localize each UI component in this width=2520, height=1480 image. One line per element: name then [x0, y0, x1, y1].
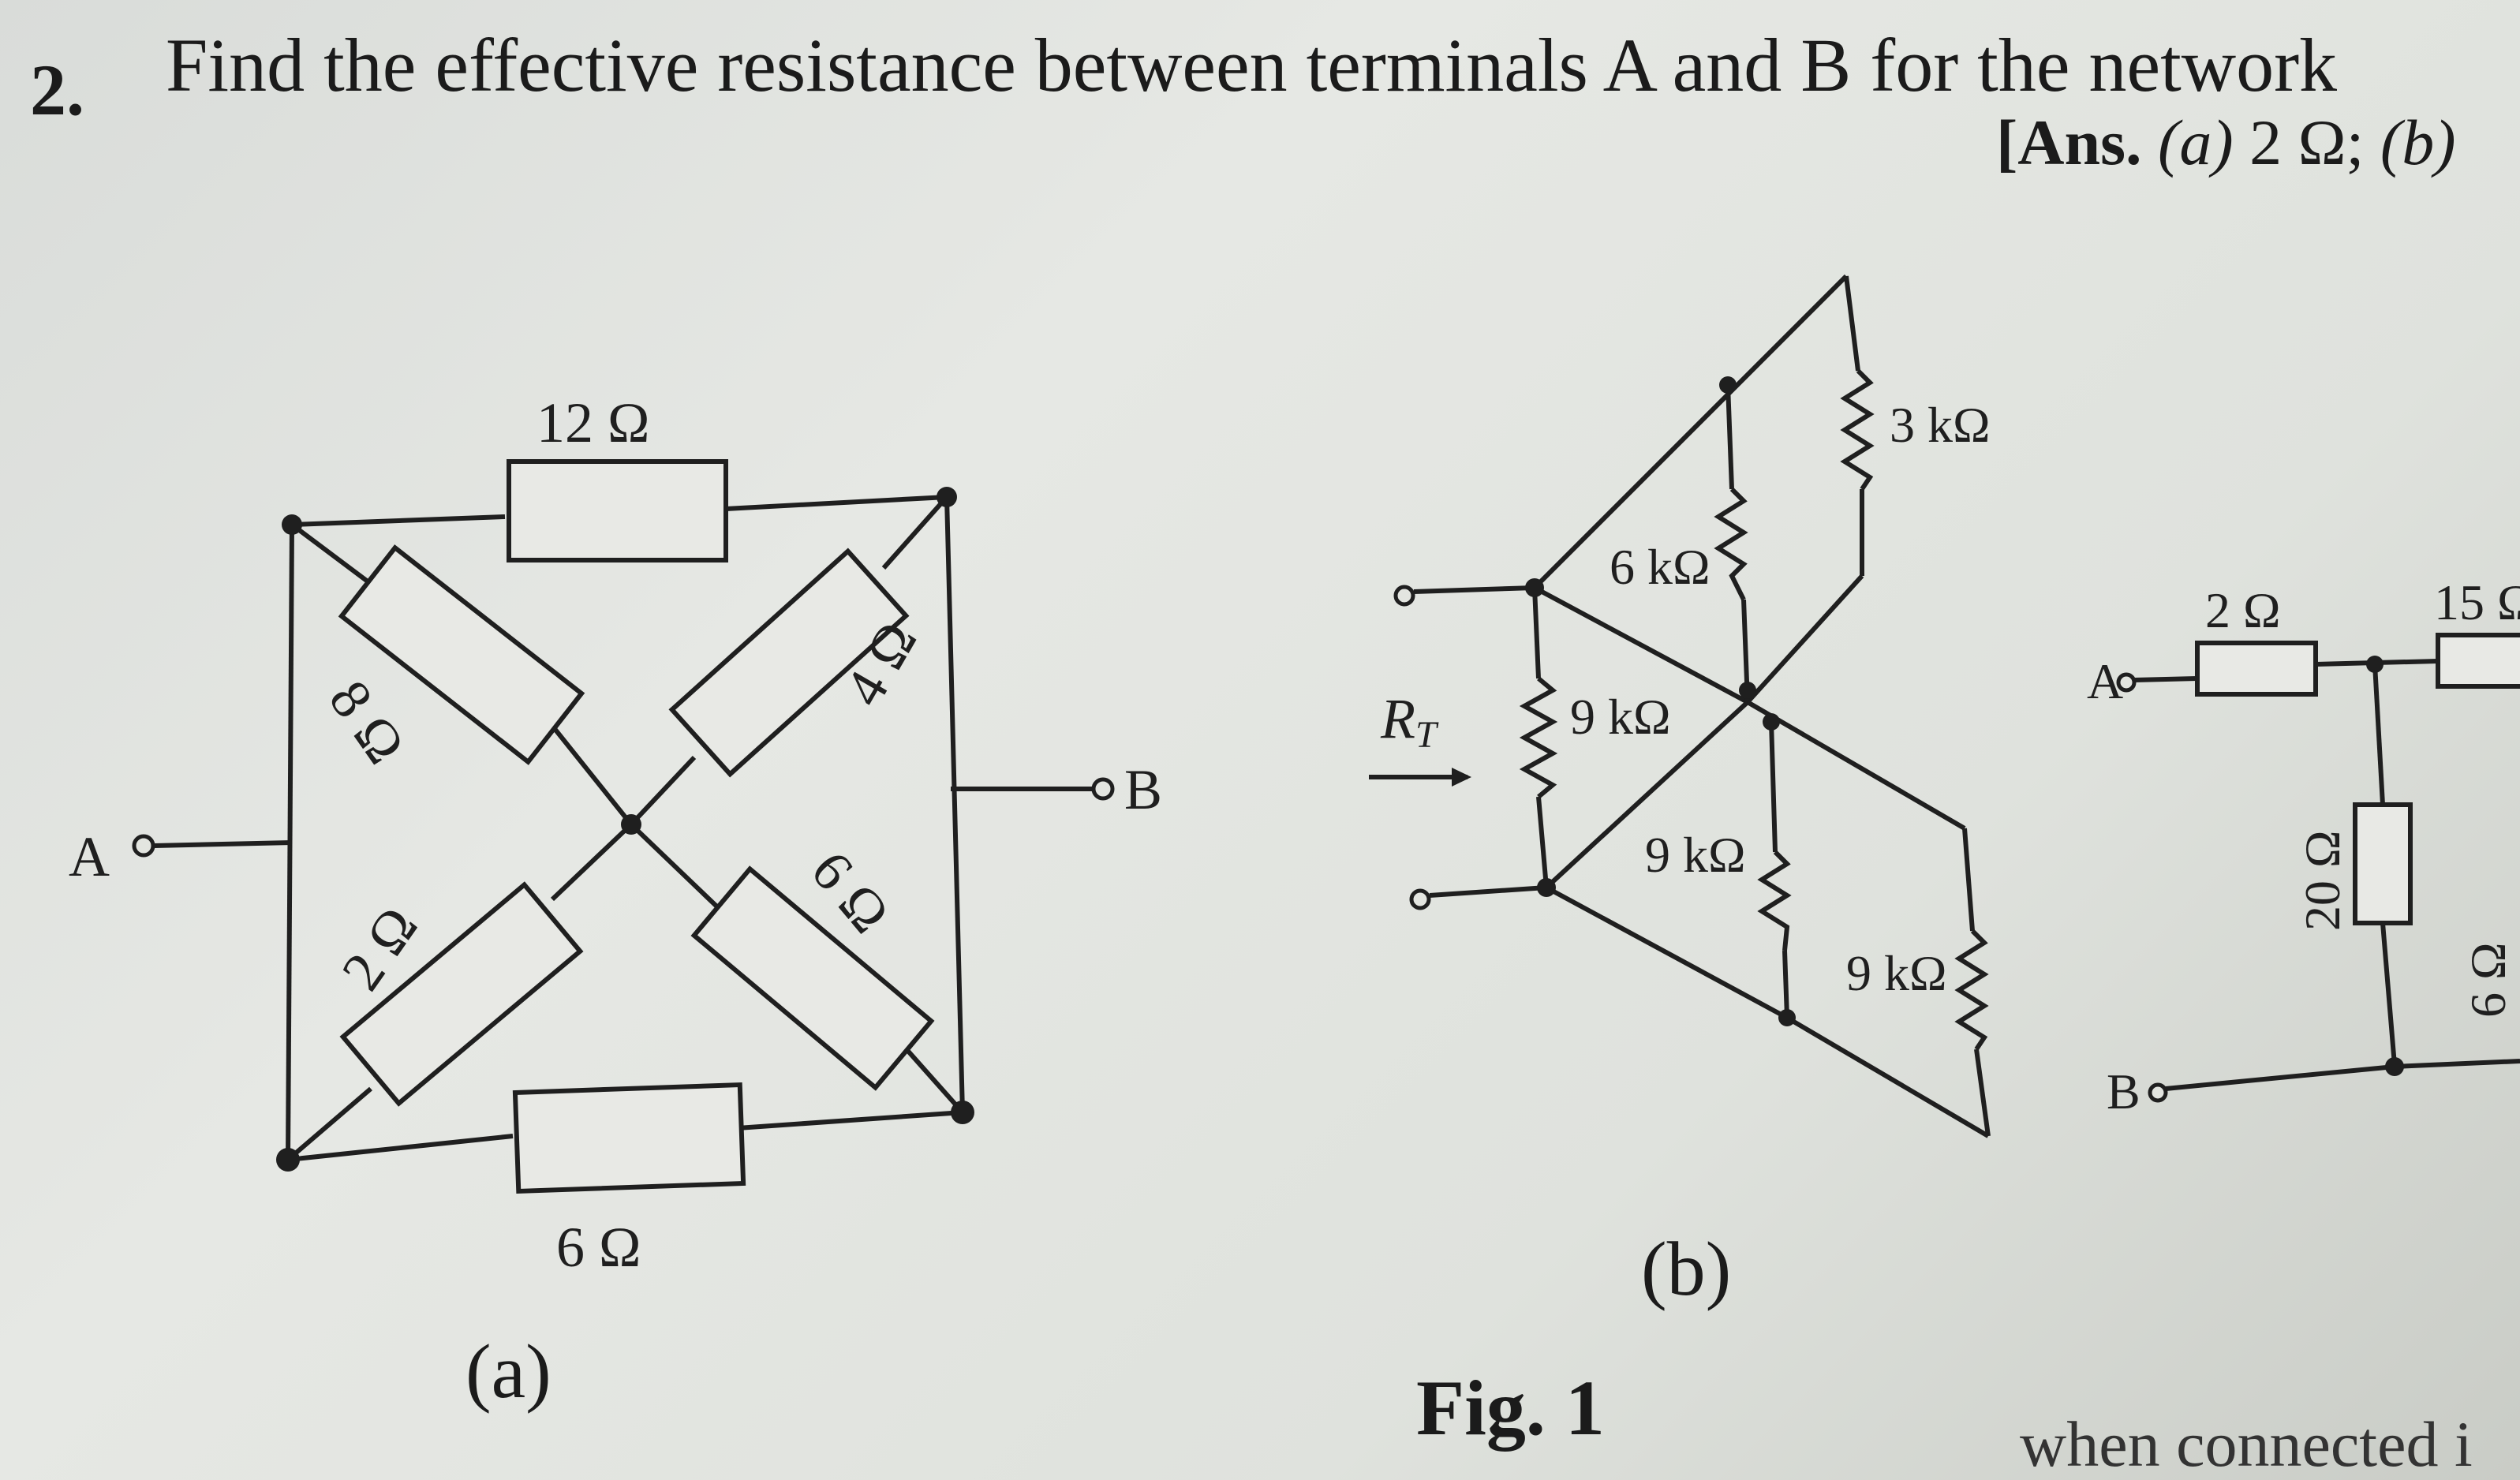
resistor-c-15ohm — [2436, 633, 2520, 689]
resistor-label: 9 kΩ — [1846, 945, 1947, 1001]
terminal-a-label: A — [69, 825, 110, 888]
resistor-label: 6 Ω — [2460, 942, 2516, 1018]
resistor-a-top — [507, 459, 728, 562]
resistor-label: 3 kΩ — [1890, 397, 1991, 453]
resistor-label: 9 kΩ — [1570, 689, 1671, 745]
partial-footer-text: when connected i — [2020, 1408, 2473, 1480]
terminal-a-label: A — [2087, 653, 2123, 709]
answer-a-label: (a) — [2158, 107, 2234, 178]
resistor-label: 15 Ω — [2434, 574, 2520, 630]
circuit-a: A B 12 Ω 6 Ω 8 Ω 4 Ω 2 Ω 6 Ω — [69, 391, 1162, 1279]
answer-b-label: (b) — [2380, 107, 2456, 178]
resistor-label: 6 kΩ — [1610, 539, 1711, 595]
resistor-label: 2 Ω — [2205, 582, 2281, 638]
resistor-a-4ohm — [668, 548, 910, 778]
part-b-label: (b) — [1641, 1227, 1732, 1312]
answer-prefix: [Ans. — [1996, 107, 2142, 178]
resistor-c-20ohm — [2353, 802, 2413, 925]
question-text: Find the effective resistance between te… — [166, 23, 2338, 107]
resistor-a-bottom — [512, 1082, 746, 1194]
circuit-c: A B 2 Ω 15 Ω 20 Ω 6 Ω — [2087, 574, 2520, 1119]
part-a-label: (a) — [465, 1329, 551, 1415]
resistor-label: 8 Ω — [317, 669, 417, 775]
resistor-label: 12 Ω — [537, 391, 650, 454]
terminal-b-label: B — [2107, 1063, 2141, 1119]
answer-line: [Ans. (a) 2 Ω; (b) — [1996, 110, 2456, 175]
resistor-label: 6 Ω — [556, 1216, 641, 1279]
figure-caption: Fig. 1 — [1416, 1364, 1605, 1452]
circuit-b: RT 3 kΩ 6 kΩ 9 kΩ 9 kΩ 9 kΩ — [1369, 274, 1991, 1138]
resistor-c-2ohm — [2195, 641, 2318, 697]
resistor-label: 9 kΩ — [1645, 827, 1746, 883]
question-number: 2. — [30, 50, 84, 130]
terminal-b-label: B — [1124, 758, 1162, 821]
answer-a-value: 2 Ω; — [2249, 107, 2365, 178]
resistor-a-2ohm — [339, 881, 584, 1107]
resistor-a-8ohm — [338, 544, 585, 765]
rt-label: RT — [1380, 687, 1439, 756]
resistor-label: 20 Ω — [2294, 830, 2350, 931]
resistor-a-6ohm-diag — [690, 865, 935, 1091]
